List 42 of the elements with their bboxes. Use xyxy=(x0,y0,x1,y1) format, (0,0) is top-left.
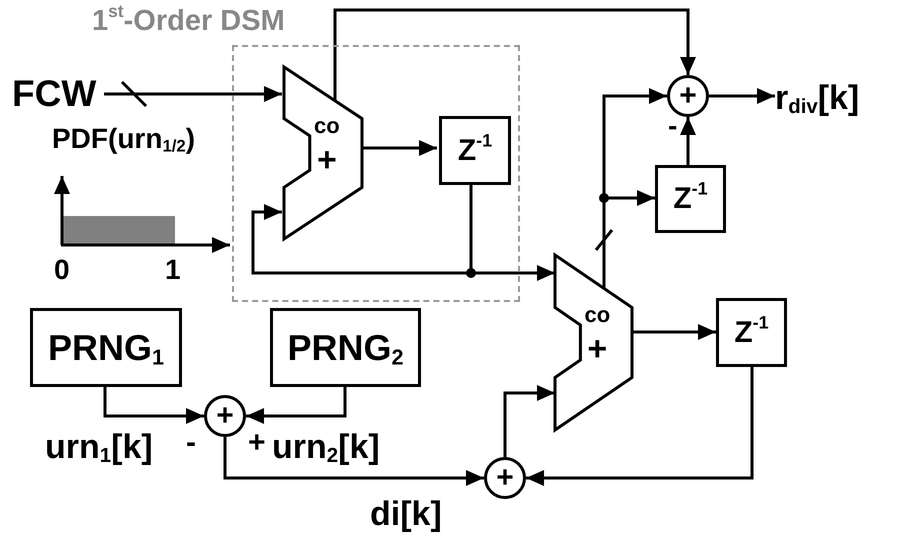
arrow xyxy=(504,385,555,457)
delay-box xyxy=(716,298,787,367)
generator-box xyxy=(270,308,421,387)
tick-label: 0 xyxy=(54,256,70,284)
sign-text: + xyxy=(248,428,266,458)
sign-text: + xyxy=(316,142,337,177)
delay-box xyxy=(655,165,726,233)
generator-box xyxy=(30,308,182,387)
block-text: PRNG$_{2}$ xyxy=(287,330,404,366)
sign-text: + xyxy=(216,401,234,431)
arrow xyxy=(224,437,484,486)
block-text: Z$^{-1}$ xyxy=(673,184,708,214)
arrow xyxy=(632,324,716,340)
tick-label: 1 xyxy=(165,256,181,284)
signal-text: r$_{div}$[k] xyxy=(775,78,899,118)
delay-box xyxy=(439,116,511,185)
signal-text: urn$_{1}$[k] xyxy=(45,430,153,464)
sign-text: + xyxy=(679,81,697,111)
signal-text: urn$_{2}$[k] xyxy=(272,430,380,464)
arrow xyxy=(104,86,282,102)
axis-title: PDF(urn$_{1/2}$) xyxy=(52,125,196,153)
group-title: 1$^{st}$-Order DSM xyxy=(92,7,285,36)
carry-out-text: co xyxy=(584,304,610,326)
sum-circle xyxy=(204,395,246,437)
signal-text: di[k] xyxy=(370,497,442,531)
sign-text: - xyxy=(186,428,196,458)
arrow xyxy=(246,387,346,424)
sign-text: + xyxy=(496,463,514,493)
arrow xyxy=(104,387,204,424)
arrow xyxy=(334,8,696,100)
block-text: Z$^{-1}$ xyxy=(734,318,769,348)
signal-text: FCW xyxy=(12,76,104,112)
block-text: Z$^{-1}$ xyxy=(458,136,492,166)
sum-circle xyxy=(667,75,709,117)
sign-text: - xyxy=(668,112,678,140)
sum-circle xyxy=(484,457,526,499)
sign-text: + xyxy=(587,332,608,366)
arrow xyxy=(709,88,775,104)
arrow xyxy=(526,367,754,486)
block-text: PRNG$_{1}$ xyxy=(48,330,164,366)
carry-out-text: co xyxy=(314,115,340,138)
arrow xyxy=(680,117,696,165)
